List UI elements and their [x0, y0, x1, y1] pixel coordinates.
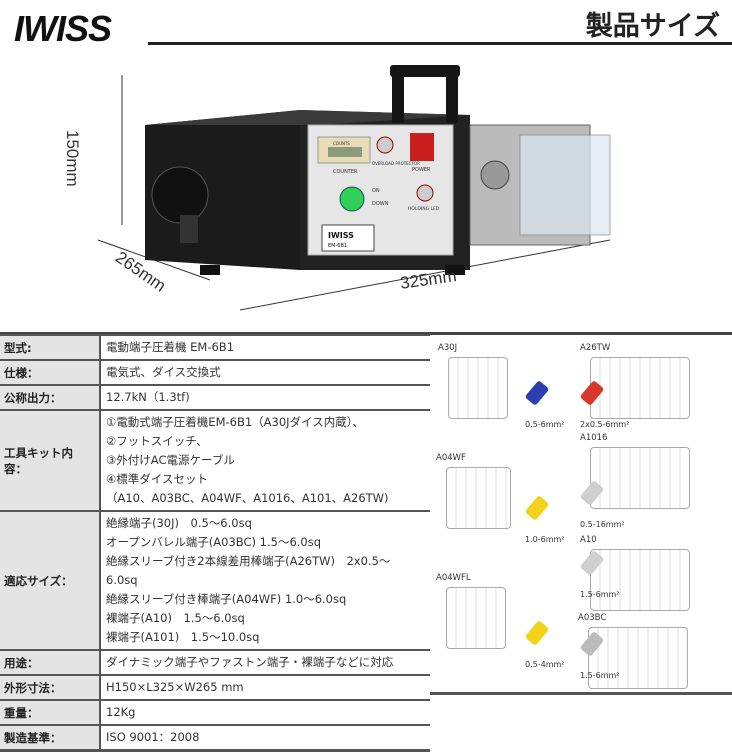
spec-label: 公称出力： — [0, 385, 101, 410]
die-name: A26TW — [580, 343, 611, 353]
die-size: 1.5-6mm² — [580, 671, 620, 680]
spec-value: H150×L325×W265 mm — [100, 675, 430, 700]
spec-value-line: ②フットスイッチ、 — [106, 434, 208, 448]
height-dimension: 150mm — [63, 130, 82, 187]
panel-holding-label: HOLDING LED — [408, 206, 440, 212]
spec-value-line: 裸端子(A101) 1.5〜10.0sq — [106, 630, 260, 644]
spec-value-line: 絶縁スリーブ付き2本線差用棒端子(A26TW) 2x0.5〜 — [106, 554, 391, 568]
die-name: A10 — [580, 535, 597, 545]
spec-value-line: 電動端子圧着機 EM-6B1 — [106, 340, 235, 354]
table-top-divider — [0, 332, 732, 335]
die-name: A04WF — [436, 453, 466, 463]
die-drawing — [590, 357, 690, 419]
spec-value: 電動端子圧着機 EM-6B1 — [100, 335, 430, 360]
spec-label: 製造基準： — [0, 725, 101, 751]
panel-on-label: ON — [372, 188, 380, 194]
spec-label: 適応サイズ： — [0, 511, 101, 650]
spec-row: 型式: 電動端子圧着機 EM-6B1 — [0, 335, 430, 360]
die-drawing — [590, 549, 690, 611]
die-drawing — [446, 587, 506, 649]
spec-row: 工具キット内容： ①電動式端子圧着機EM-6B1（A30Jダイス内蔵）、 ②フットス… — [0, 410, 430, 511]
die-name: A03BC — [578, 613, 607, 623]
spec-value-line: ダイナミック端子やファストン端子・裸端子などに対応 — [106, 655, 394, 669]
spec-value-line: 絶縁端子(30J) 0.5〜6.0sq — [106, 516, 252, 530]
spec-value-line: ISO 9001：2008 — [106, 730, 200, 744]
die-drawing — [448, 357, 508, 419]
die-drawing — [446, 467, 511, 529]
spec-value-line: 6.0sq — [106, 573, 138, 587]
length-dim-line — [239, 239, 611, 311]
die-size: 2x0.5-6mm² — [580, 420, 630, 429]
spec-value-line: ④標準ダイスセット — [106, 472, 208, 486]
panel-brand: IWISS — [328, 231, 354, 240]
spec-label: 工具キット内容： — [0, 410, 101, 511]
spec-row: 重量： 12Kg — [0, 700, 430, 725]
die-drawing — [590, 447, 690, 509]
spec-value-line: ①電動式端子圧着機EM-6B1（A30Jダイス内蔵）、 — [106, 415, 364, 429]
spec-label: 型式: — [0, 335, 101, 360]
panel-counter-label: COUNTER — [333, 169, 358, 175]
spec-label: 重量： — [0, 700, 101, 725]
spec-label: 用途： — [0, 650, 101, 675]
die-size: 0.5-6mm² — [525, 420, 565, 429]
spec-value-line: 12Kg — [106, 705, 136, 719]
die-name: A30J — [438, 343, 458, 353]
spec-value: 電気式、ダイス交換式 — [100, 360, 430, 385]
spec-value-line: 絶縁スリーブ付き棒端子(A04WF) 1.0〜6.0sq — [106, 592, 347, 606]
spec-row: 仕様： 電気式、ダイス交換式 — [0, 360, 430, 385]
spec-value: 絶縁端子(30J) 0.5〜6.0sq オープンバレル端子(A03BC) 1.5〜… — [100, 511, 430, 650]
die-size: 1.5-6mm² — [580, 590, 620, 599]
spec-value-line: 裸端子(A10) 1.5〜6.0sq — [106, 611, 245, 625]
header-divider — [148, 42, 732, 45]
spec-value: ダイナミック端子やファストン端子・裸端子などに対応 — [100, 650, 430, 675]
die-name: A1016 — [580, 433, 608, 443]
spec-value: 12.7kN（1.3tf) — [100, 385, 430, 410]
panel-power-label: POWER — [412, 167, 431, 173]
spec-value-line: ③外付けAC電源ケーブル — [106, 453, 235, 467]
die-size: 0.5-16mm² — [580, 520, 625, 529]
die-set-illustration: A30J 0.5-6mm² A26TW 2x0.5-6mm² A1016 0.5-16mm… — [430, 335, 732, 692]
die-drawing — [588, 627, 688, 689]
die-name: A04WFL — [436, 573, 471, 583]
spec-row: 適応サイズ： 絶縁端子(30J) 0.5〜6.0sq オープンバレル端子(A03BC… — [0, 511, 430, 650]
spec-value-line: 電気式、ダイス交換式 — [106, 365, 221, 379]
spec-row: 用途： ダイナミック端子やファストン端子・裸端子などに対応 — [0, 650, 430, 675]
die-size: 0.5-4mm² — [525, 660, 565, 669]
spec-value: 12Kg — [100, 700, 430, 725]
terminal-icon — [524, 620, 550, 646]
spec-label: 外形寸法： — [0, 675, 101, 700]
spec-row: 製造基準： ISO 9001：2008 — [0, 725, 430, 751]
spec-value-line: H150×L325×W265 mm — [106, 680, 244, 694]
brand-logo: IWISS — [14, 8, 112, 49]
panel-overload-label: OVERLOAD PROTECTOR — [372, 161, 420, 166]
spec-label: 仕様： — [0, 360, 101, 385]
spec-row: 外形寸法： H150×L325×W265 mm — [0, 675, 430, 700]
spec-row: 公称出力： 12.7kN（1.3tf) — [0, 385, 430, 410]
spec-value: ISO 9001：2008 — [100, 725, 430, 751]
terminal-icon — [524, 380, 550, 406]
machine-photo: IWISS EM-6B1 COUNTS COUNTER OVERLOAD PRO… — [97, 65, 611, 311]
spec-value-line: オープンバレル端子(A03BC) 1.5〜6.0sq — [106, 535, 322, 549]
spec-table: 型式: 電動端子圧着機 EM-6B1 仕様： 電気式、ダイス交換式公称出力： 12.7k… — [0, 334, 430, 752]
panel-down-label: DOWN — [372, 201, 389, 207]
terminal-icon — [524, 495, 550, 521]
panel-model: EM-6B1 — [328, 243, 347, 249]
die-bottom-divider — [430, 692, 732, 695]
die-size: 1.0-6mm² — [525, 535, 565, 544]
panel-counts-label: COUNTS — [333, 141, 350, 146]
page-title: 製品サイズ — [585, 11, 720, 42]
spec-value-line: 12.7kN（1.3tf) — [106, 390, 190, 404]
spec-value-line: （A10、A03BC、A04WF、A1016、A101、A26TW) — [106, 491, 389, 505]
spec-value: ①電動式端子圧着機EM-6B1（A30Jダイス内蔵）、 ②フットスイッチ、 ③外付け… — [100, 410, 430, 511]
